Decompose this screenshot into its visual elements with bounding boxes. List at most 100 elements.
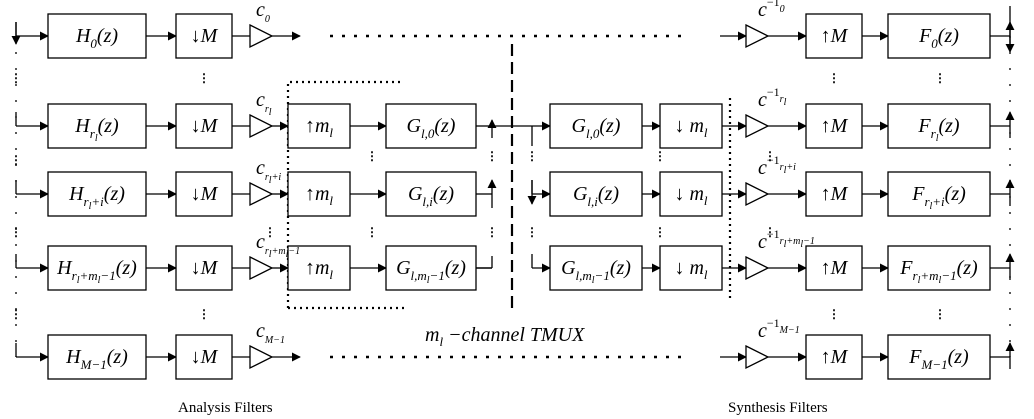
row-2-tmux-filter2-box <box>549 171 643 217</box>
row-4-expander-label: ↑M <box>821 346 849 368</box>
row-0-expander-label: ↑M <box>821 25 849 47</box>
row-2-tmux-filter-box <box>385 171 477 217</box>
row-3-tmux-decimator-label: ↓ ml <box>674 257 707 282</box>
analysis-filters-caption: Analysis Filters <box>178 400 273 416</box>
row-1-decimator-label: ↓M <box>191 115 219 137</box>
row-2-tmux-decimator-box <box>659 171 723 217</box>
row-3-analysis-filter-label: Hrl​+ml​−1(z) <box>56 257 137 286</box>
row-1-decimator-box <box>175 103 233 149</box>
row-0-decimator-label: ↓M <box>191 25 219 47</box>
row-2-tmux-filter-label: Gl,i(z) <box>408 183 454 209</box>
continuation-dots-13: ⋮ <box>486 149 498 163</box>
row-4-decimator-box <box>175 334 233 380</box>
row-1-gain-label: crl​ <box>256 89 272 118</box>
row-0-expander-box <box>805 13 863 59</box>
row-1-tmux-decimator-label: ↓ ml <box>674 115 707 140</box>
row-2-tmux-expander-box <box>287 171 351 217</box>
row-3-synth-gain-triangle <box>745 255 770 281</box>
row-4-synth-gain-triangle <box>745 344 770 370</box>
row-3-decimator-box <box>175 245 233 291</box>
row-0-synth-gain-label: c−10 <box>758 0 785 21</box>
block-layer <box>47 13 991 380</box>
row-2-expander-label: ↑M <box>821 183 849 205</box>
continuation-dots-7: ⋮ <box>198 307 210 321</box>
row-3-tmux-filter2-label: Gl,ml​−1(z) <box>561 257 631 286</box>
row-3-tmux-filter2-box <box>549 245 643 291</box>
continuation-dots-0: ⋮ <box>10 71 22 85</box>
row-2-gain-label: crl​+i <box>256 157 281 186</box>
row-3-tmux-expander-label: ↑ml <box>305 257 333 282</box>
row-2-tmux-expander-label: ↑ml <box>305 183 333 208</box>
label-layer: H0(z)↓Mc0c−10↑MF0(z)Hrl​(z)↓Mcrl​↑mlGl,0… <box>10 0 978 372</box>
row-1-tmux-filter2-box <box>549 103 643 149</box>
row-4-analysis-filter-label: HM−1(z) <box>65 346 128 372</box>
row-4-expander-box <box>805 334 863 380</box>
row-2-synthesis-filter-box <box>887 171 991 217</box>
row-1-tmux-expander-box <box>287 103 351 149</box>
row-2-synth-gain-label: c−1rl​+i <box>758 153 796 179</box>
row-0-decimator-box <box>175 13 233 59</box>
synthesis-filters-caption: Synthesis Filters <box>728 400 828 416</box>
row-4-synthesis-filter-label: FM−1(z) <box>908 346 969 372</box>
row-3-expander-label: ↑M <box>821 257 849 279</box>
continuation-dots-20: ⋮ <box>764 225 776 239</box>
row-1-tmux-expander-label: ↑ml <box>305 115 333 140</box>
row-2-analysis-filter-box <box>47 171 147 217</box>
row-4-gain-triangle <box>249 344 274 370</box>
row-1-tmux-decimator-box <box>659 103 723 149</box>
row-0-gain-label: c0 <box>256 0 270 25</box>
row-2-analysis-filter-label: Hrl​+i(z) <box>68 183 125 212</box>
continuation-dots-5: ⋮ <box>10 225 22 239</box>
continuation-dots-6: ⋮ <box>10 307 22 321</box>
continuation-dots-18: ⋮ <box>654 225 666 239</box>
row-2-tmux-decimator-label: ↓ ml <box>674 183 707 208</box>
row-3-synthesis-filter-box <box>887 245 991 291</box>
row-0-synthesis-filter-box <box>887 13 991 59</box>
row-0-synthesis-filter-label: F0(z) <box>918 25 959 51</box>
continuation-dots-1: ⋮ <box>198 71 210 85</box>
row-3-synth-gain-label: c−1rl​+ml​−1 <box>758 227 815 253</box>
row-1-gain-triangle <box>249 113 274 139</box>
continuation-dots-15: ⋮ <box>526 149 538 163</box>
row-0-analysis-filter-label: H0(z) <box>75 25 118 51</box>
row-2-tmux-filter2-label: Gl,i(z) <box>573 183 619 209</box>
row-3-gain-triangle <box>249 255 274 281</box>
row-3-tmux-decimator-box <box>659 245 723 291</box>
row-3-expander-box <box>805 245 863 291</box>
row-1-analysis-filter-box <box>47 103 147 149</box>
row-3-gain-label: crl​+ml​−1 <box>256 231 300 260</box>
row-3-synthesis-filter-label: Frl​+ml​−1(z) <box>899 257 978 286</box>
row-1-tmux-filter2-label: Gl,0(z) <box>572 115 621 141</box>
row-3-tmux-expander-box <box>287 245 351 291</box>
row-2-synth-gain-triangle <box>745 181 770 207</box>
continuation-dots-4: ⋮ <box>10 153 22 167</box>
row-0-gain-triangle <box>249 23 274 49</box>
signal-wires <box>11 6 1015 369</box>
row-2-expander-box <box>805 171 863 217</box>
continuation-dots-8: ⋮ <box>828 307 840 321</box>
row-3-analysis-filter-box <box>47 245 147 291</box>
row-1-tmux-filter-box <box>385 103 477 149</box>
row-4-synth-gain-label: c−1M−1 <box>758 316 800 342</box>
row-4-gain-label: cM−1 <box>256 320 285 346</box>
row-2-gain-triangle <box>249 181 274 207</box>
row-2-synthesis-filter-label: Frl​+i(z) <box>911 183 966 212</box>
row-0-synth-gain-triangle <box>745 23 770 49</box>
row-1-tmux-filter-label: Gl,0(z) <box>407 115 456 141</box>
continuation-dots-10: ⋮ <box>264 225 276 239</box>
row-1-synth-gain-triangle <box>745 113 770 139</box>
row-1-synthesis-filter-label: Frl​(z) <box>917 115 960 144</box>
row-0-analysis-filter-box <box>47 13 147 59</box>
row-3-tmux-filter-label: Gl,ml​−1(z) <box>396 257 466 286</box>
row-1-synth-gain-label: c−1rl​ <box>758 85 787 111</box>
row-4-analysis-filter-box <box>47 334 147 380</box>
row-2-decimator-label: ↓M <box>191 183 219 205</box>
continuation-dots-3: ⋮ <box>934 71 946 85</box>
row-3-decimator-label: ↓M <box>191 257 219 279</box>
continuation-dots-19: ⋮ <box>764 149 776 163</box>
continuation-dots-11: ⋮ <box>366 149 378 163</box>
continuation-dots-12: ⋮ <box>366 225 378 239</box>
row-1-expander-label: ↑M <box>821 115 849 137</box>
continuation-dots-2: ⋮ <box>828 71 840 85</box>
